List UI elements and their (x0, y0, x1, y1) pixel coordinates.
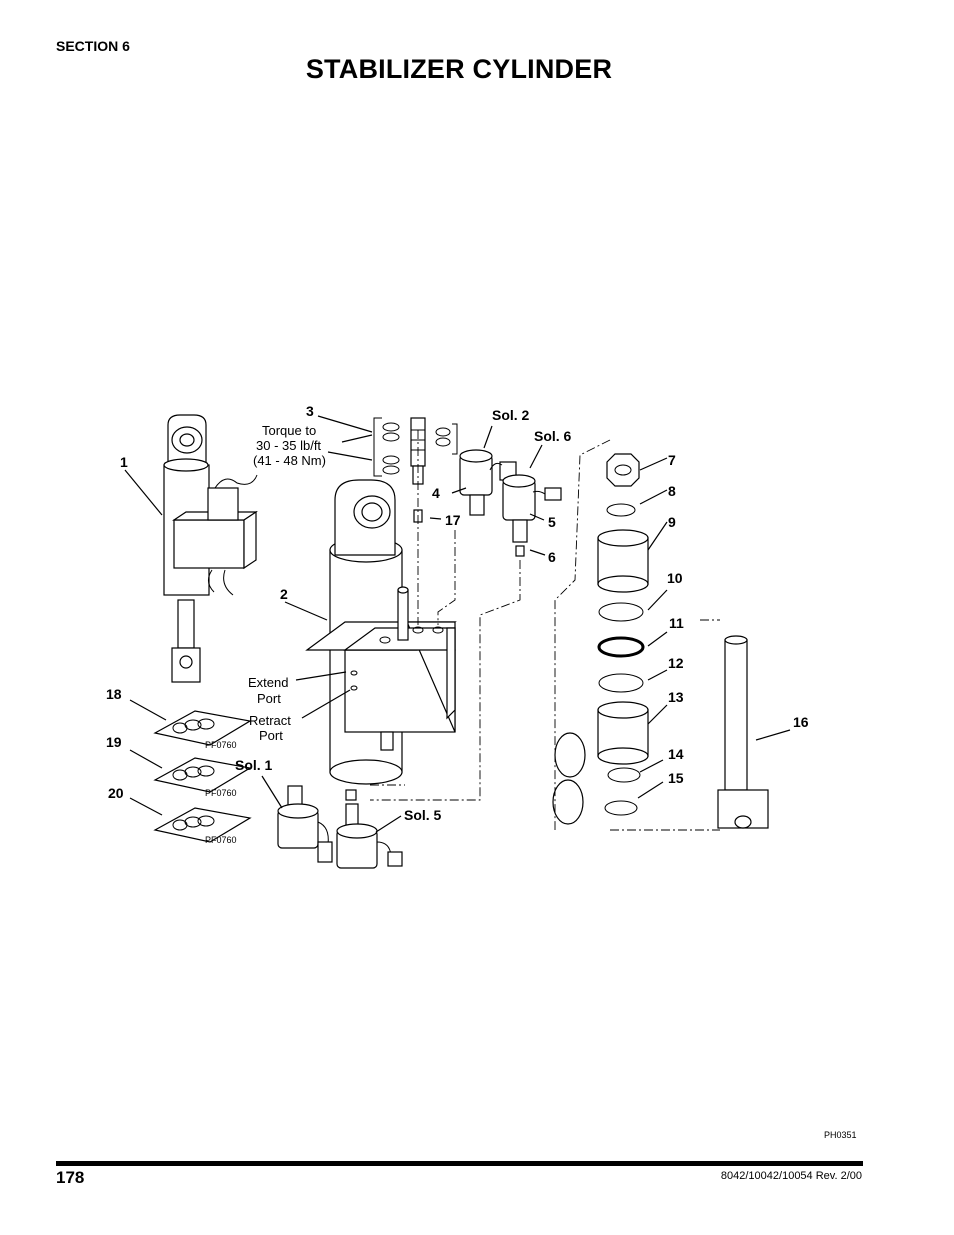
figure-id: PH0351 (824, 1130, 857, 1140)
kit-code-19: PF0760 (205, 788, 237, 798)
retract-port-line2: Port (259, 728, 283, 743)
callout-11: 11 (669, 615, 684, 631)
page-title: STABILIZER CYLINDER (305, 54, 613, 84)
leader-lines (124, 415, 791, 833)
callout-8: 8 (668, 483, 676, 499)
solenoid-valves-drawing (459, 449, 562, 557)
callout-13: 13 (668, 689, 684, 705)
lower-solenoids-drawing (277, 785, 403, 869)
document-reference: 8042/10042/10054 Rev. 2/00 (720, 1170, 862, 1182)
seal-kits-drawing (153, 710, 252, 843)
callout-18: 18 (106, 686, 122, 702)
kit-code-18: PF0760 (205, 740, 237, 750)
callout-7: 7 (668, 452, 676, 468)
piston-stack-drawing (552, 453, 649, 825)
callout-19: 19 (106, 734, 122, 750)
torque-note-line3: (41 - 48 Nm) (253, 453, 326, 468)
callout-sol-1: Sol. 1 (235, 757, 273, 773)
callout-4: 4 (432, 485, 440, 501)
callout-3: 3 (306, 403, 314, 419)
callout-10: 10 (667, 570, 683, 586)
extend-port-line1: Extend (248, 675, 288, 690)
callout-16: 16 (793, 714, 809, 730)
callout-17: 17 (445, 512, 461, 528)
cylinder-body-drawing (305, 479, 457, 785)
callout-6: 6 (548, 549, 556, 565)
callout-2: 2 (280, 586, 288, 602)
callout-20: 20 (108, 785, 124, 801)
callout-sol-6: Sol. 6 (534, 428, 572, 444)
torque-note-line1: Torque to (262, 423, 316, 438)
callout-sol-5: Sol. 5 (404, 807, 442, 823)
extend-port-line2: Port (257, 691, 281, 706)
callout-sol-2: Sol. 2 (492, 407, 530, 423)
retract-port-line1: Retract (249, 713, 291, 728)
callout-9: 9 (668, 514, 676, 530)
assembly-line (370, 430, 521, 801)
assembled-cylinder-drawing (163, 414, 258, 683)
callout-1: 1 (120, 454, 128, 470)
callout-5: 5 (548, 514, 556, 530)
callout-12: 12 (668, 655, 684, 671)
assembly-line (370, 439, 720, 831)
section-label: SECTION 6 (56, 38, 130, 54)
piston-rod-drawing (717, 635, 769, 829)
callout-15: 15 (668, 770, 684, 786)
callout-14: 14 (668, 746, 684, 762)
footer-rule (56, 1161, 863, 1166)
page-number: 178 (56, 1168, 85, 1187)
kit-code-20: PF0760 (205, 835, 237, 845)
torque-note-line2: 30 - 35 lb/ft (256, 438, 321, 453)
